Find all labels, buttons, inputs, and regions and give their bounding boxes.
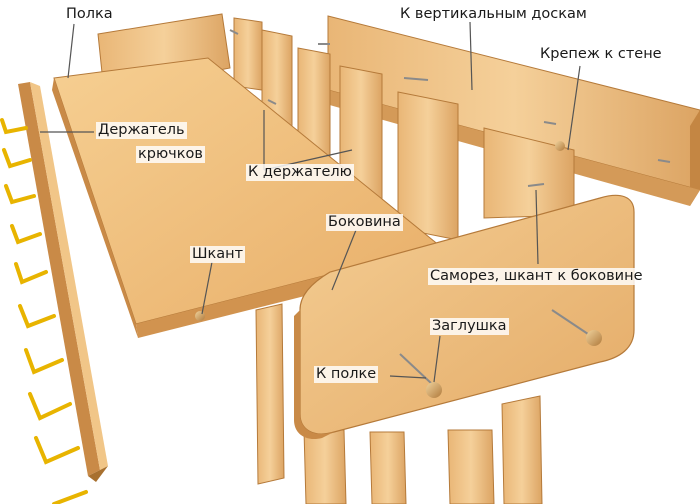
label-screw-dowel-to-side: Саморез, шкант к боковине: [428, 268, 645, 285]
label-wall-fastener: Крепеж к стене: [538, 46, 664, 63]
label-hook-holder-line2: крючков: [136, 146, 205, 163]
side-panel: [294, 194, 635, 440]
dowels: [195, 141, 602, 398]
label-dowel: Шкант: [190, 246, 246, 263]
label-side-panel: Боковина: [326, 214, 403, 231]
screws: [229, 29, 671, 385]
label-to-shelf: К полке: [314, 366, 379, 383]
leader-lines: [40, 21, 581, 383]
label-to-vertical-boards: К вертикальным доскам: [400, 6, 587, 22]
label-plug: Заглушка: [430, 318, 509, 335]
hooks: [0, 118, 88, 504]
label-shelf: Полка: [66, 6, 113, 22]
hook-holder-plank: [18, 82, 108, 482]
label-to-holder: К держателю: [246, 164, 354, 181]
label-hook-holder-line1: Держатель: [96, 122, 187, 139]
